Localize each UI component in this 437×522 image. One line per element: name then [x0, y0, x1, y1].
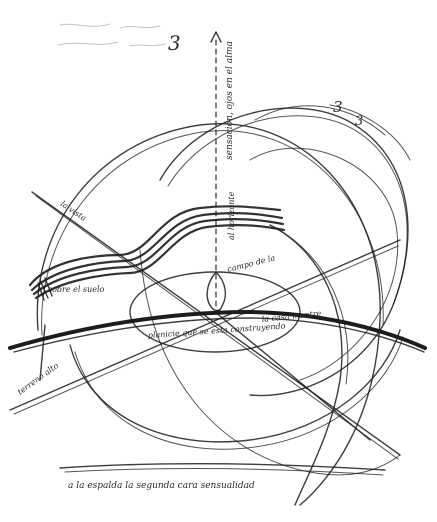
marker-top: 3 [168, 31, 181, 55]
center-point [216, 310, 221, 315]
annotation-vertical: sensación, ojos en el alma [224, 41, 235, 160]
marker-right-b: 3 [355, 114, 363, 129]
annotation-left-wave: sobre el suelo [48, 285, 105, 294]
marker-right-a: 3 [333, 98, 343, 116]
annotation-caption: a la espalda la segunda cara sensualidad [68, 481, 255, 491]
annotation-vertical-low: al horizonte [227, 191, 236, 240]
